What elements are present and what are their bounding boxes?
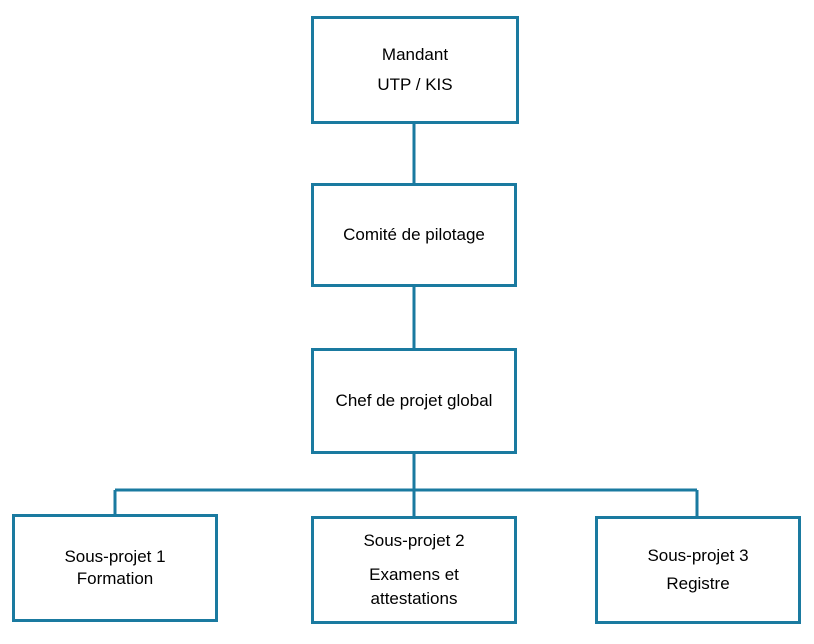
node-sp2-subtitle-line2: attestations	[370, 589, 458, 609]
node-sp1-title: Sous-projet 1	[64, 546, 166, 566]
node-chef-de-projet: Chef de projet global	[311, 348, 517, 454]
node-comite-de-pilotage: Comité de pilotage	[311, 183, 517, 287]
node-sp2-subtitle-line1: Examens et	[369, 564, 459, 584]
node-sous-projet-2: Sous-projet 2 Examens et attestations	[311, 516, 517, 624]
node-mandant-subtitle: UTP / KIS	[377, 75, 453, 94]
node-mandant-title: Mandant	[381, 44, 449, 64]
node-sous-projet-1: Sous-projet 1 Formation	[12, 514, 218, 622]
node-sp2-title: Sous-projet 2	[363, 530, 465, 550]
node-comite-label: Comité de pilotage	[343, 224, 485, 244]
node-sp3-subtitle: Registre	[666, 574, 730, 593]
node-sp1-subtitle: Formation	[76, 569, 154, 588]
node-sp3-title: Sous-projet 3	[647, 545, 749, 565]
node-sous-projet-3: Sous-projet 3 Registre	[595, 516, 801, 624]
node-mandant: Mandant UTP / KIS	[311, 16, 519, 124]
node-chef-label: Chef de projet global	[335, 390, 493, 410]
